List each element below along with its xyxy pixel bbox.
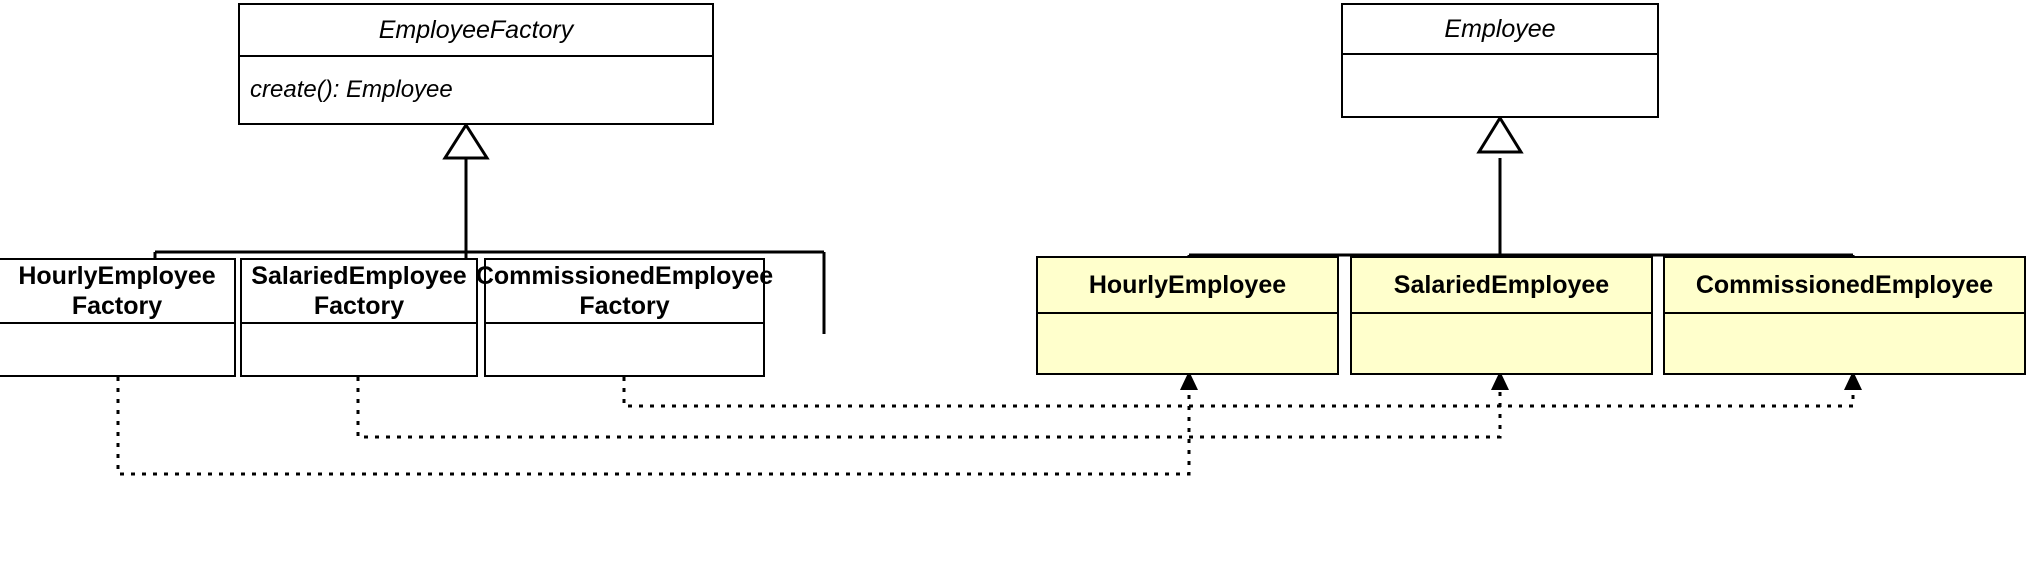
- compartment-divider: [1038, 312, 1337, 314]
- compartment-divider: [1343, 53, 1657, 55]
- class-box-employee-factory[interactable]: EmployeeFactory create(): Employee: [238, 3, 714, 125]
- class-name-line2: Factory: [579, 292, 670, 320]
- operations-compartment-hourly-employee-factory: [0, 324, 234, 375]
- class-name-line1: CommissionedEmployee: [475, 261, 774, 290]
- class-name-salaried-employee: SalariedEmployee: [1393, 270, 1610, 299]
- class-name-salaried-employee-factory: SalariedEmployee Factory: [242, 260, 476, 322]
- class-name-line1: SalariedEmployee: [251, 261, 467, 290]
- compartment-divider: [240, 55, 712, 57]
- class-name-commissioned-employee: CommissionedEmployee: [1695, 270, 1994, 299]
- compartment-divider: [0, 322, 234, 324]
- compartment-divider: [242, 322, 476, 324]
- class-name-line2: Factory: [71, 292, 163, 320]
- generalization-triangle-employee: [1476, 115, 1524, 154]
- class-name-employee: Employee: [1444, 14, 1556, 43]
- class-box-employee[interactable]: Employee: [1341, 3, 1659, 118]
- class-box-hourly-employee-factory[interactable]: HourlyEmployee Factory: [0, 258, 236, 377]
- operations-compartment-commissioned-employee: [1665, 314, 2024, 373]
- operation-create: create(): Employee: [250, 76, 453, 103]
- class-name-hourly-employee-factory: HourlyEmployee Factory: [0, 260, 234, 322]
- operations-compartment-salaried-employee: [1352, 314, 1651, 373]
- class-name-line1: HourlyEmployee: [18, 261, 216, 290]
- operations-compartment-commissioned-employee-factory: [486, 324, 763, 375]
- class-name-employee-factory: EmployeeFactory: [378, 15, 574, 44]
- dependency-edge-commissioned: [622, 371, 1862, 408]
- compartment-divider: [1665, 312, 2024, 314]
- class-box-commissioned-employee-factory[interactable]: CommissionedEmployee Factory: [476, 258, 773, 377]
- class-box-salaried-employee-factory[interactable]: SalariedEmployee Factory: [240, 258, 478, 377]
- generalization-triangle-employee-factory: [442, 122, 490, 160]
- dependency-edge-hourly: [116, 371, 1198, 476]
- class-box-hourly-employee[interactable]: HourlyEmployee: [1036, 256, 1339, 375]
- operations-compartment-salaried-employee-factory: [242, 324, 476, 375]
- compartment-divider: [1352, 312, 1651, 314]
- compartment-divider: [486, 322, 763, 324]
- class-box-commissioned-employee[interactable]: CommissionedEmployee: [1663, 256, 2026, 375]
- class-name-line2: Factory: [313, 292, 405, 320]
- class-name-hourly-employee: HourlyEmployee: [1088, 270, 1287, 299]
- operations-compartment-employee-factory: create(): Employee: [240, 57, 712, 123]
- class-name-commissioned-employee-factory: CommissionedEmployee Factory: [476, 260, 773, 322]
- operations-compartment-employee: [1343, 55, 1657, 116]
- class-box-salaried-employee[interactable]: SalariedEmployee: [1350, 256, 1653, 375]
- operations-compartment-hourly-employee: [1038, 314, 1337, 373]
- dependency-edge-salaried: [356, 371, 1509, 439]
